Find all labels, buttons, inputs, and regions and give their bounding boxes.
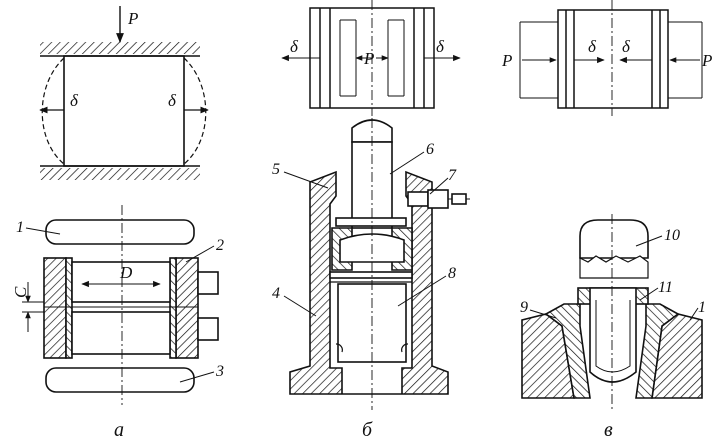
part-number-10: 10 xyxy=(664,227,680,244)
caption-a: а xyxy=(114,419,124,441)
part-number-5: 5 xyxy=(272,161,280,178)
part-7-screw xyxy=(407,191,429,207)
bulge-right xyxy=(183,57,207,165)
part-number-1-v: 1 xyxy=(698,299,706,316)
part-number-6: 6 xyxy=(426,141,434,158)
part-number-8: 8 xyxy=(448,265,456,282)
part-11-insert-right xyxy=(635,303,680,399)
part-number-2: 2 xyxy=(216,237,224,254)
panel-b-die-assembly xyxy=(289,119,470,395)
part-1-top-punch xyxy=(45,219,195,245)
part-number-11: 11 xyxy=(658,279,673,296)
part-number-3: 3 xyxy=(215,363,224,380)
blank-v xyxy=(589,287,637,383)
delta-label-v-left: δ xyxy=(588,37,597,56)
part-number-7: 7 xyxy=(448,167,457,184)
part-11-insert-left xyxy=(544,303,591,399)
panel-v-ring-sketch xyxy=(519,9,703,109)
panel-v-die-assembly xyxy=(521,219,703,399)
force-label-b: P xyxy=(363,49,374,68)
diameter-label: D xyxy=(119,263,133,282)
part-5-die-body xyxy=(289,170,449,395)
part-number-1: 1 xyxy=(16,219,24,236)
panel-a-upsetting-sketch xyxy=(39,6,209,180)
workpiece xyxy=(63,55,185,167)
caption-b: б xyxy=(362,419,373,441)
part-number-9: 9 xyxy=(520,299,528,316)
delta-label-a-left: δ xyxy=(70,91,79,110)
die-wall-right xyxy=(175,257,199,359)
panel-a-die-assembly xyxy=(22,219,219,393)
gap-label: C xyxy=(11,286,30,298)
delta-label-a-right: δ xyxy=(168,91,177,110)
die-wall-left xyxy=(43,257,67,359)
part-3-bottom-punch xyxy=(45,367,195,393)
caption-v: в xyxy=(604,419,613,441)
force-label-v-right: P xyxy=(701,51,712,70)
part-10-punch-head xyxy=(579,219,649,259)
bottom-platen xyxy=(40,168,200,180)
top-platen xyxy=(40,42,200,54)
delta-label-b-right: δ xyxy=(436,37,445,56)
delta-label-b-left: δ xyxy=(290,37,299,56)
force-label-a: P xyxy=(127,9,138,28)
delta-label-v-right: δ xyxy=(622,37,631,56)
part-number-4: 4 xyxy=(272,285,280,302)
force-label-v-left: P xyxy=(501,51,512,70)
bulge-left xyxy=(41,57,65,165)
blank-lower xyxy=(71,311,171,355)
panel-b-ring-sketch xyxy=(281,7,461,109)
